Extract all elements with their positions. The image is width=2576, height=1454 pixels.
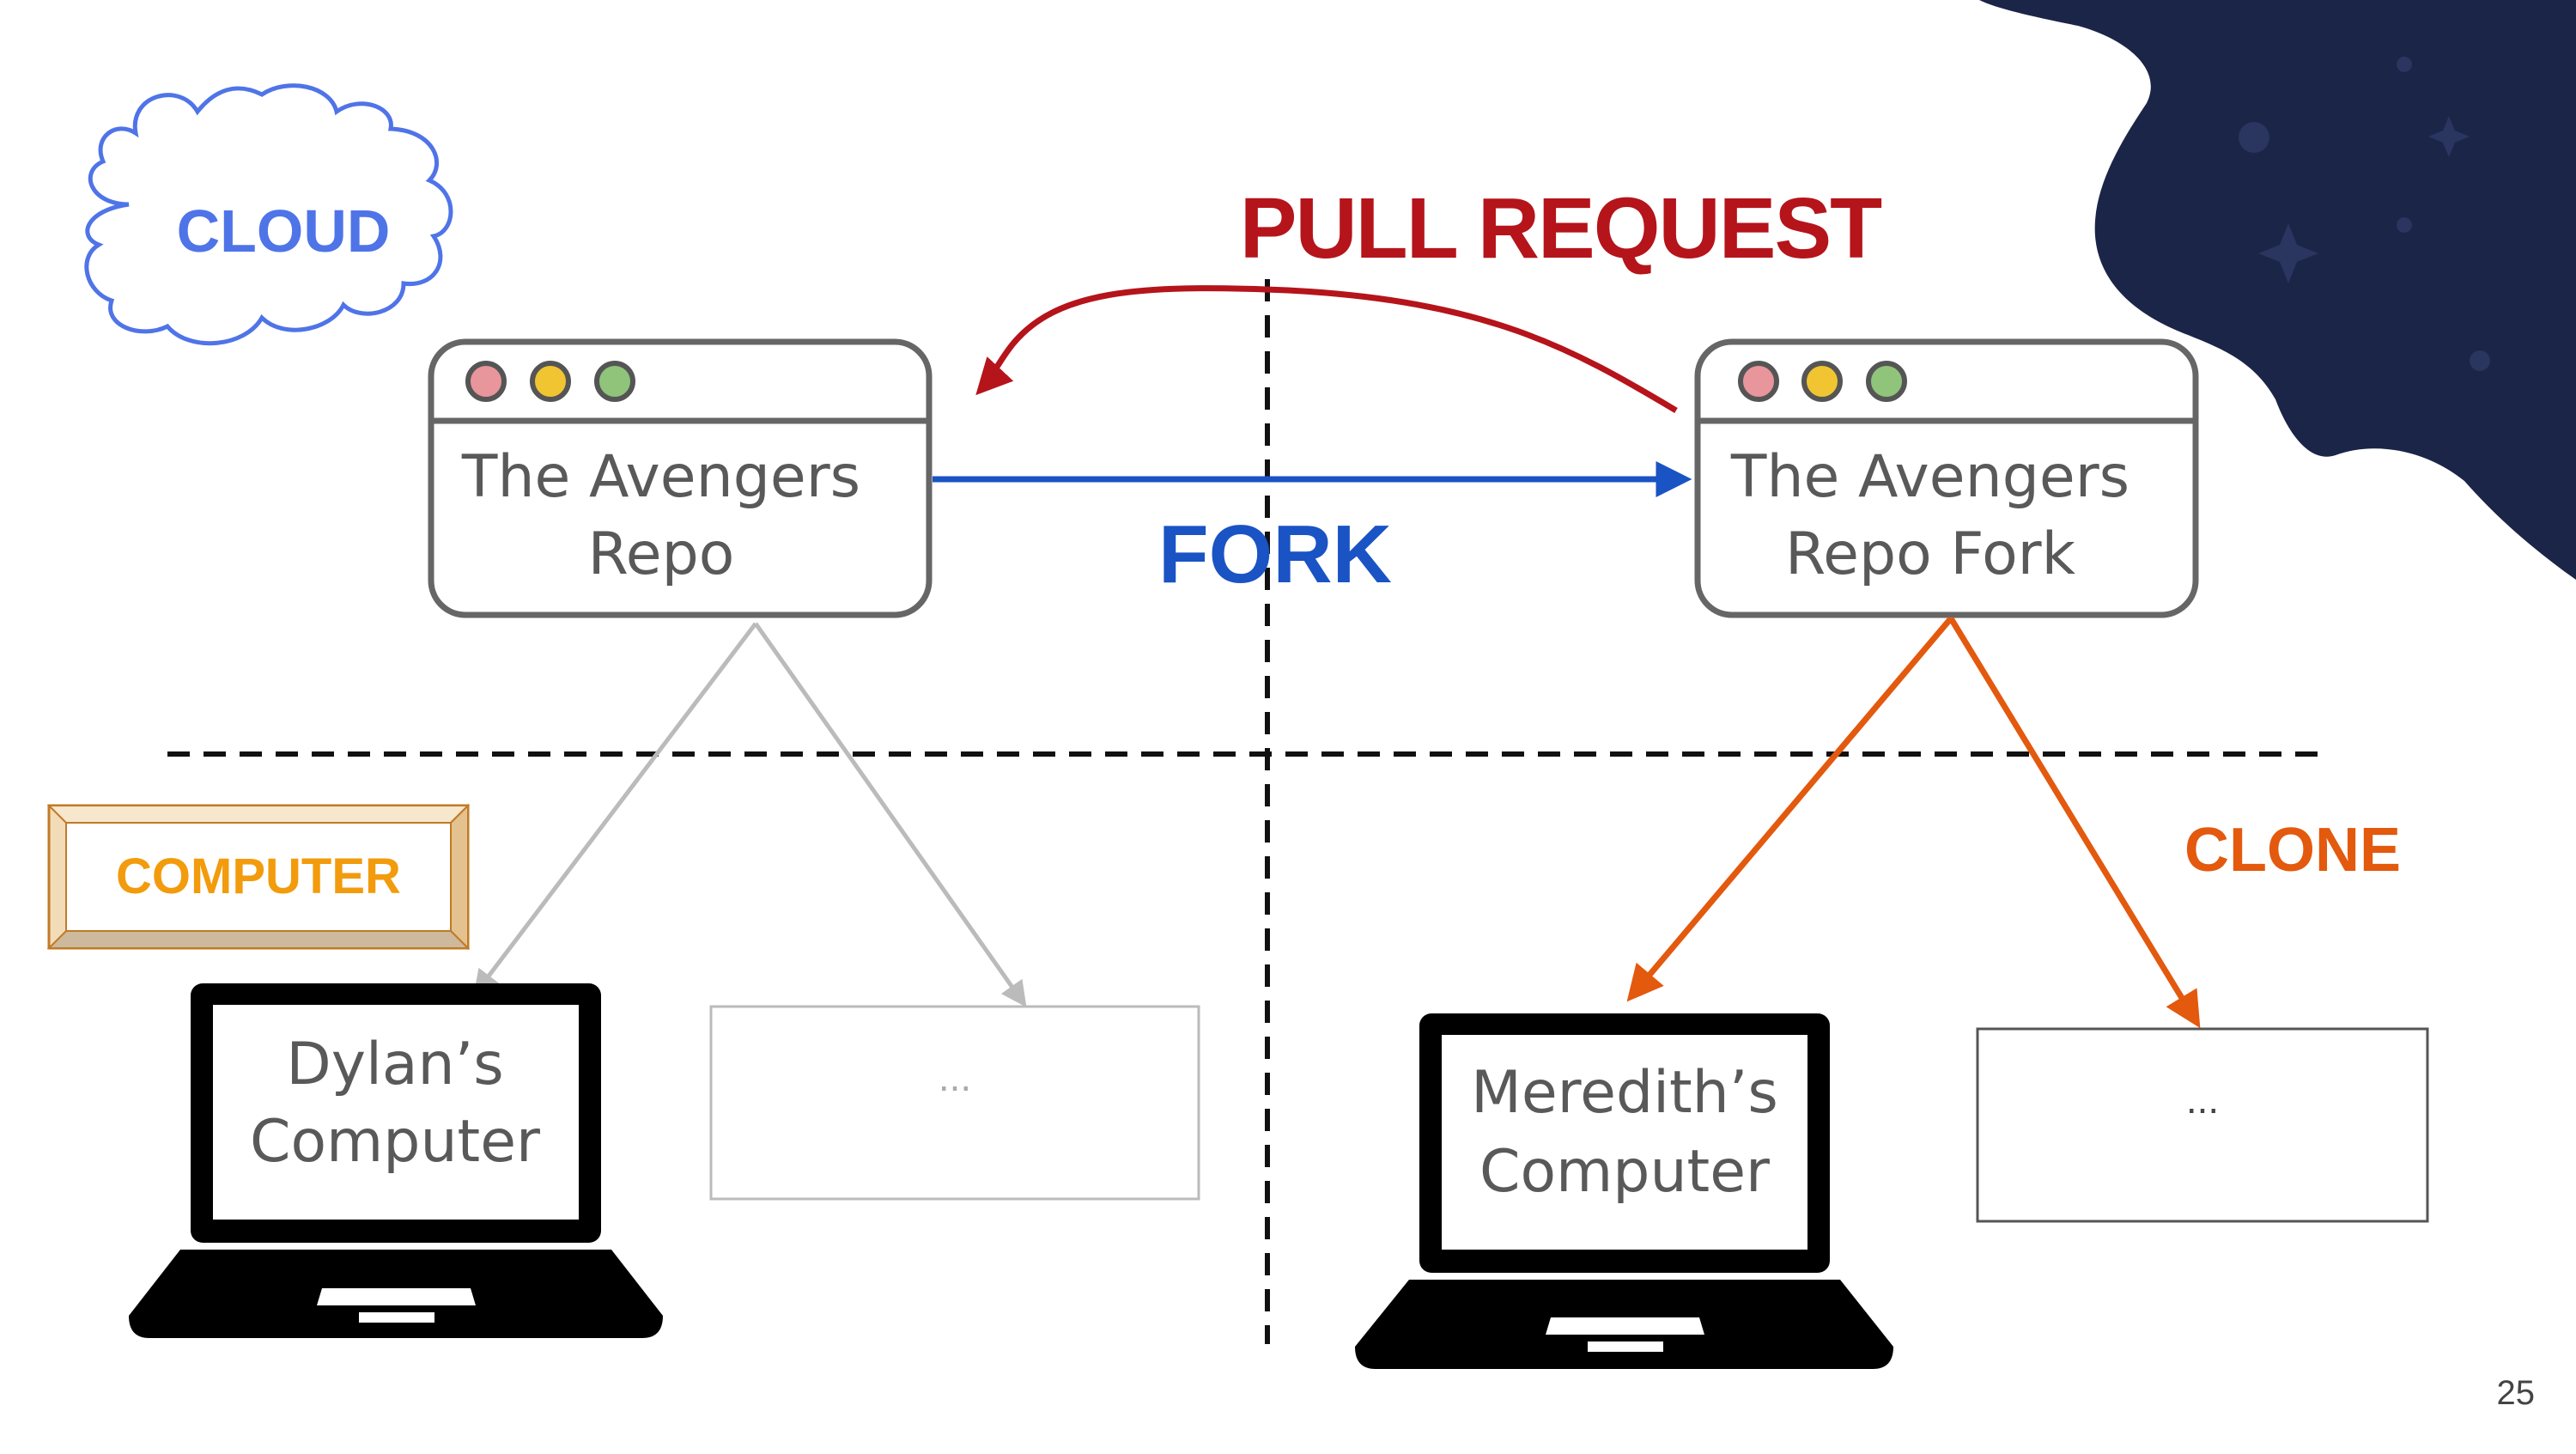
placeholder-box-left: ... (709, 1005, 1200, 1201)
cloud-label-group: CLOUD (84, 83, 453, 346)
window-close-dot (465, 361, 507, 402)
clone-label: CLONE (2184, 816, 2401, 885)
space-decoration (1979, 0, 2576, 580)
bevel-right (450, 803, 469, 951)
fork-label: FORK (1158, 508, 1392, 600)
computer-label-group: COMPUTER (46, 803, 471, 951)
computer-label-face (65, 822, 452, 932)
window-minimize-dot (1801, 361, 1843, 402)
faded-clone-arrow-placeholder (753, 622, 1027, 1007)
sparkle-icon (2258, 223, 2318, 283)
laptop-trackpad (317, 1288, 476, 1305)
repo-fork-name-line2: Repo Fork (1785, 520, 2076, 588)
laptop-meredith: Meredith’s Computer (1355, 1013, 1893, 1369)
dylan-computer-line2: Computer (250, 1108, 540, 1176)
sparkle-icon (2428, 116, 2470, 157)
laptop-dylan: Dylan’s Computer (129, 983, 663, 1338)
clone-arrow-placeholder (1948, 617, 2201, 1029)
page-number: 25 (2497, 1374, 2536, 1412)
meredith-computer-line2: Computer (1479, 1138, 1770, 1206)
laptop-trackpad (1546, 1317, 1704, 1335)
window-close-dot (1738, 361, 1779, 402)
star-dot (2397, 217, 2412, 233)
repo-name-line1: The Avengers (461, 443, 860, 511)
clone-arrow-meredith (1626, 616, 1953, 1002)
cloud-label: CLOUD (177, 198, 391, 265)
meredith-computer-line1: Meredith’s (1471, 1059, 1778, 1127)
dylan-computer-line1: Dylan’s (286, 1031, 503, 1098)
cloud-icon (84, 83, 453, 346)
repo-window-fork: The Avengers Repo Fork (1694, 338, 2199, 618)
repo-window-original: The Avengers Repo (428, 338, 933, 618)
window-maximize-dot (1866, 361, 1907, 402)
repo-fork-name-line1: The Avengers (1730, 443, 2129, 511)
placeholder-box-right: ... (1976, 1027, 2429, 1223)
faded-clone-arrow-dylan (473, 622, 757, 996)
bevel-top (46, 805, 471, 824)
navy-blob (1979, 0, 2576, 580)
star-dot (2397, 57, 2412, 72)
pull-request-label: PULL REQUEST (1240, 180, 1882, 277)
window-maximize-dot (594, 361, 635, 402)
placeholder-ellipsis: ... (939, 1055, 971, 1099)
window-minimize-dot (530, 361, 571, 402)
computer-label: COMPUTER (116, 849, 401, 904)
star-dot (2470, 350, 2490, 371)
pull-request-arrow (975, 285, 1678, 414)
repo-name-line2: Repo (588, 520, 735, 588)
placeholder-ellipsis: ... (2186, 1077, 2219, 1122)
star-dot (2239, 122, 2269, 153)
bevel-bottom (46, 930, 471, 949)
